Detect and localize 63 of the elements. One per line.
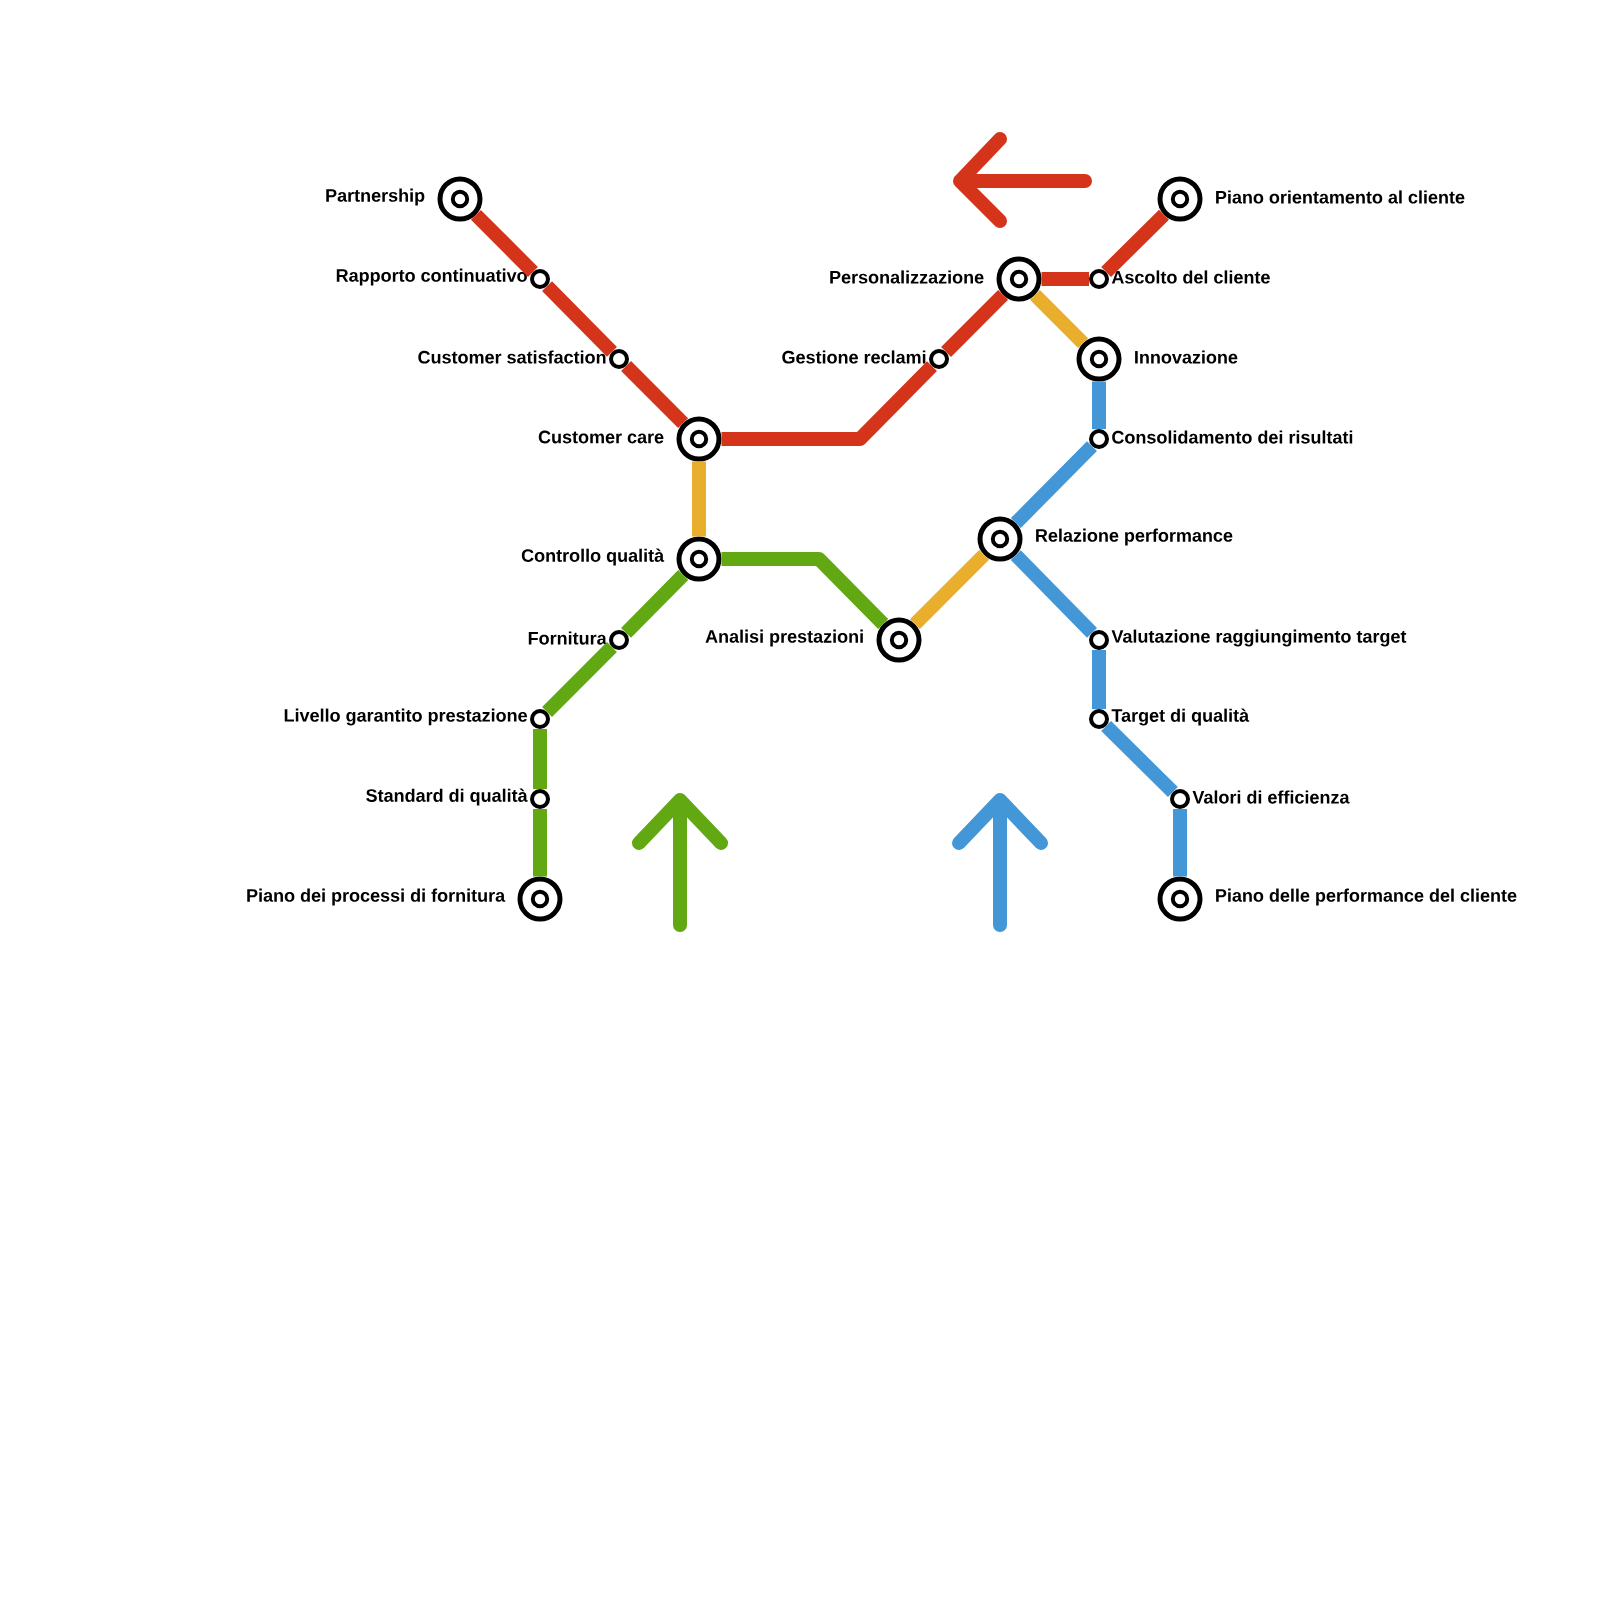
station: Standard di qualità bbox=[366, 788, 550, 809]
node-label: Partnership bbox=[326, 188, 425, 206]
station: Controllo qualità bbox=[521, 536, 722, 582]
station: Gestione reclami bbox=[782, 349, 949, 369]
station: Customer satisfaction bbox=[418, 349, 629, 369]
station: Customer care bbox=[538, 416, 722, 462]
station: Rapporto continuativo bbox=[336, 268, 550, 289]
node-label: Rapporto continuativo bbox=[336, 268, 527, 286]
node-label: Standard di qualità bbox=[366, 788, 528, 806]
station: Piano orientamento al cliente bbox=[1157, 176, 1465, 222]
station: Piano dei processi di fornitura bbox=[247, 876, 563, 922]
node-label: Piano orientamento al cliente bbox=[1216, 190, 1465, 204]
node-label: Piano delle performance del cliente bbox=[1216, 888, 1517, 906]
station: Analisi prestazioni bbox=[705, 617, 922, 663]
station: Livello garantito prestazione bbox=[284, 708, 550, 729]
line bbox=[941, 289, 1009, 357]
station: Target di qualità bbox=[1089, 708, 1250, 729]
node-label: Innovazione bbox=[1135, 350, 1238, 364]
station: Ascolto del cliente bbox=[1089, 269, 1270, 289]
line bbox=[542, 281, 617, 357]
station: Partnership bbox=[326, 176, 483, 222]
node-label: Target di qualità bbox=[1111, 708, 1250, 726]
station: Piano delle performance del cliente bbox=[1157, 876, 1517, 922]
station: Relazione performance bbox=[977, 516, 1233, 562]
node-label: Personalizzazione bbox=[830, 270, 984, 284]
line bbox=[1010, 550, 1098, 638]
line bbox=[1010, 441, 1097, 528]
node-label: Fornitura bbox=[528, 631, 607, 645]
line bbox=[533, 809, 547, 877]
node-label: Relazione performance bbox=[1036, 528, 1233, 546]
line bbox=[1041, 272, 1089, 286]
node-label: Gestione reclami bbox=[782, 350, 926, 364]
node-label: Analisi prestazioni bbox=[705, 629, 863, 647]
station: Valori di efficienza bbox=[1170, 789, 1350, 809]
line bbox=[533, 729, 547, 789]
node-label: Controllo qualità bbox=[521, 548, 665, 566]
line bbox=[1101, 209, 1169, 277]
line bbox=[909, 549, 990, 630]
line bbox=[1092, 381, 1106, 429]
node-label: Customer care bbox=[538, 430, 664, 444]
station: Valutazione raggiungimento target bbox=[1089, 629, 1407, 650]
station: Personalizzazione bbox=[830, 256, 1042, 302]
line bbox=[470, 209, 538, 277]
node-label: Customer satisfaction bbox=[418, 350, 606, 364]
node-label: Valori di efficienza bbox=[1192, 790, 1350, 804]
station: Innovazione bbox=[1076, 336, 1238, 382]
line bbox=[621, 361, 689, 429]
station: Fornitura bbox=[528, 630, 629, 650]
line bbox=[1029, 289, 1089, 349]
node-label: Valutazione raggiungimento target bbox=[1111, 629, 1407, 647]
line bbox=[621, 570, 689, 638]
station: Consolidamento dei risultati bbox=[1089, 429, 1353, 449]
line bbox=[721, 361, 937, 446]
line bbox=[1173, 809, 1187, 877]
node-label: Piano dei processi di fornitura bbox=[247, 888, 506, 906]
node-label: Ascolto del cliente bbox=[1111, 270, 1270, 284]
line bbox=[692, 461, 706, 537]
line bbox=[721, 552, 889, 629]
line bbox=[1092, 650, 1106, 709]
node-label: Consolidamento dei risultati bbox=[1112, 430, 1353, 444]
line bbox=[542, 642, 617, 717]
line bbox=[1101, 721, 1178, 797]
node-label: Livello garantito prestazione bbox=[284, 708, 527, 726]
